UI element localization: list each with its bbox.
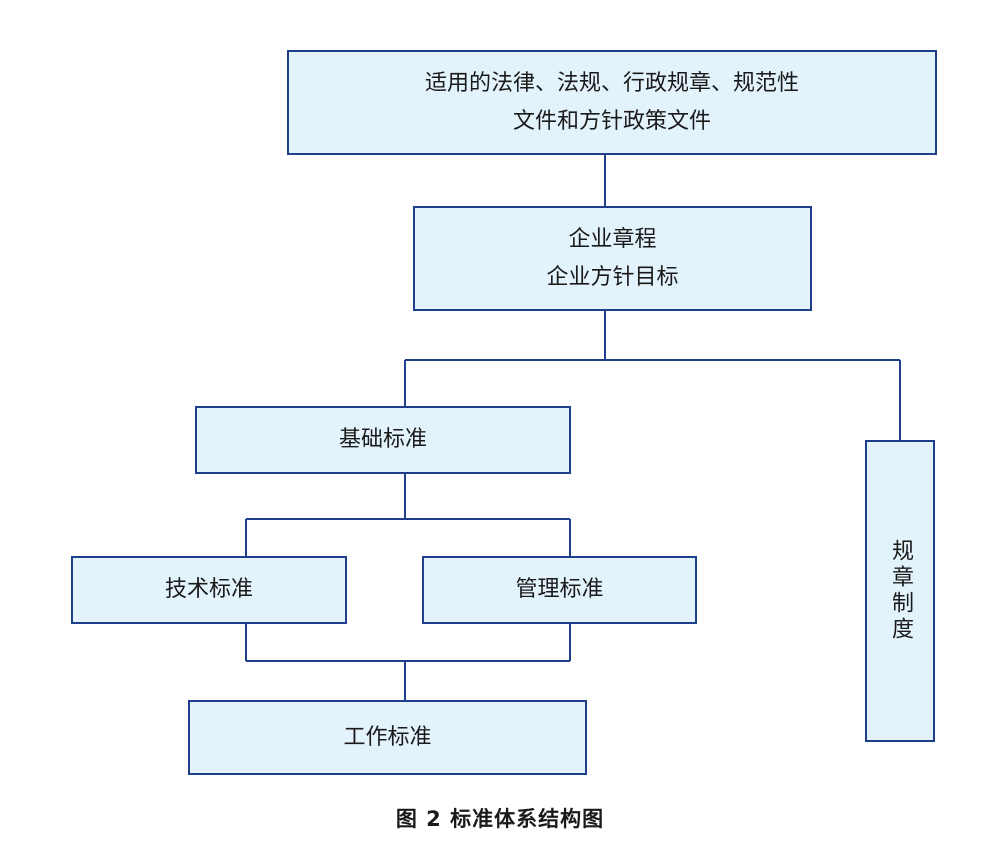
- node-basic-label: 基础标准: [338, 427, 427, 452]
- node-management-label: 管理标准: [515, 577, 604, 602]
- node-rules-label: 规章制度: [888, 539, 913, 643]
- node-laws-regulations: 适用的法律、法规、行政规章、规范性 文件和方针政策文件: [287, 50, 937, 155]
- node-laws-line1: 适用的法律、法规、行政规章、规范性: [424, 70, 799, 96]
- node-charter-line2: 企业方针目标: [546, 264, 679, 290]
- node-charter-line1: 企业章程: [568, 226, 657, 252]
- node-technical-label: 技术标准: [164, 577, 253, 602]
- node-basic-standards: 基础标准: [195, 406, 571, 474]
- node-laws-line2: 文件和方针政策文件: [512, 108, 711, 134]
- node-rules-regulations: 规章制度: [865, 440, 935, 742]
- node-work-standards: 工作标准: [188, 700, 587, 775]
- node-enterprise-charter: 企业章程 企业方针目标: [413, 206, 812, 311]
- node-work-label: 工作标准: [343, 724, 432, 750]
- node-management-standards: 管理标准: [422, 556, 697, 624]
- node-technical-standards: 技术标准: [71, 556, 347, 624]
- figure-caption: 图 2 标准体系结构图: [395, 807, 605, 831]
